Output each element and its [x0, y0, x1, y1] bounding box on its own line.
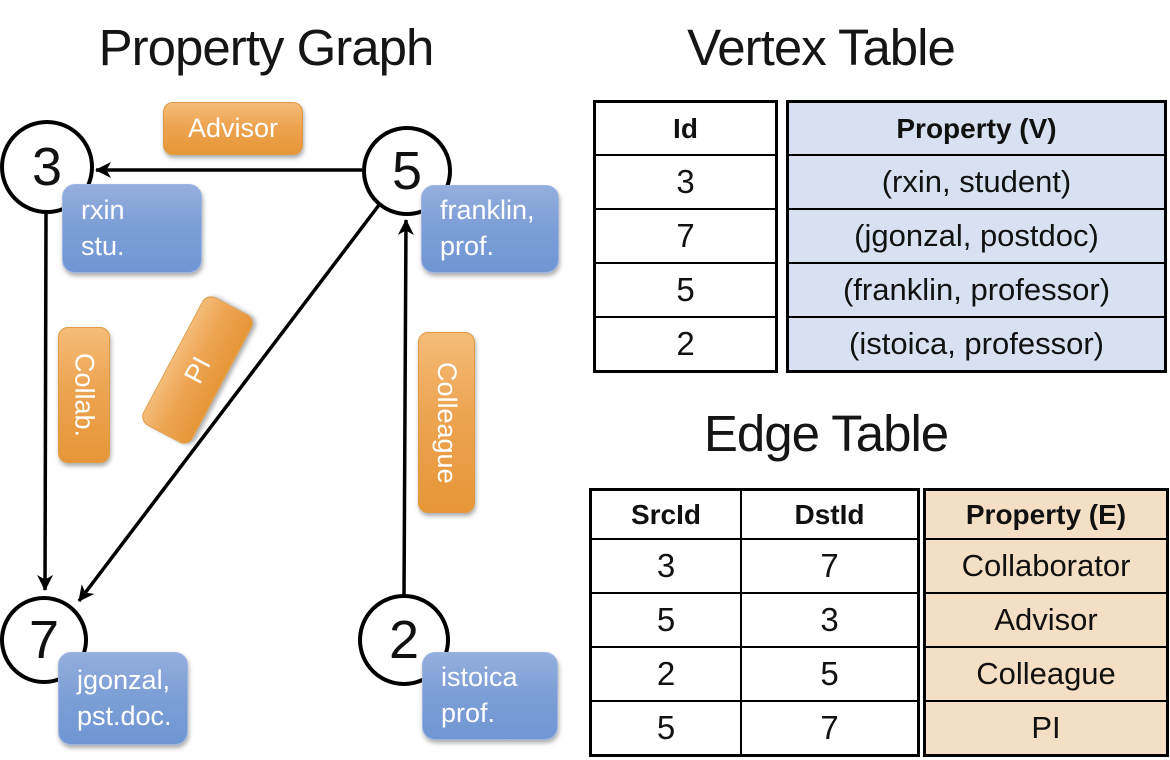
column-header: Property (V) — [896, 112, 1057, 144]
edge-table-title: Edge Table — [703, 405, 949, 462]
node-id-label: 7 — [28, 610, 60, 670]
table-cell: 3 — [592, 538, 740, 592]
table-cell: (rxin, student) — [789, 154, 1164, 208]
vertex-box-line: stu. — [81, 230, 125, 261]
table-cell: 3 — [596, 154, 775, 208]
table-cell: (jgonzal, postdoc) — [789, 208, 1164, 262]
edge-label-colleague: Colleague — [418, 332, 475, 513]
vertex-table-id-column: Id 3 7 5 2 — [593, 100, 778, 373]
vertex-box-line: istoica — [441, 662, 518, 693]
edge-table: SrcId 3 5 2 5 DstId 7 3 5 7 Property (E)… — [589, 488, 1169, 757]
table-cell: 7 — [596, 208, 775, 262]
table-gap — [778, 100, 786, 373]
vertex-box-line: prof. — [440, 231, 495, 261]
edge-label-collab: Collab. — [58, 327, 110, 463]
column-header: Id — [673, 112, 698, 144]
vertex-property-box-franklin: franklin, prof. — [421, 185, 559, 273]
table-cell: 2 — [592, 646, 740, 700]
table-cell: 5 — [742, 646, 917, 700]
node-id-label: 3 — [31, 137, 63, 197]
edge-table-dstid-column: DstId 7 3 5 7 — [740, 491, 917, 754]
vertex-box-line: pst.doc. — [77, 700, 172, 731]
vertex-table: Id 3 7 5 2 Property (V) (rxin, student) … — [593, 100, 1167, 373]
edge-table-srcid-column: SrcId 3 5 2 5 — [592, 491, 740, 754]
edge-table-id-columns: SrcId 3 5 2 5 DstId 7 3 5 7 — [589, 488, 920, 757]
vertex-box-line: jgonzal, — [77, 664, 171, 695]
table-cell: 2 — [596, 316, 775, 370]
vertex-table-title: Vertex Table — [687, 19, 956, 76]
table-cell: Advisor — [926, 592, 1166, 646]
vertex-table-property-column: Property (V) (rxin, student) (jgonzal, p… — [786, 100, 1167, 373]
column-header: DstId — [794, 498, 865, 530]
vertex-box-line: prof. — [441, 698, 496, 728]
vertex-box-line: rxin — [81, 194, 125, 225]
table-cell: 5 — [596, 262, 775, 316]
edge-table-property-column: Property (E) Collaborator Advisor Collea… — [923, 488, 1169, 757]
table-cell: (istoica, professor) — [789, 316, 1164, 370]
vertex-box-line: franklin, — [440, 195, 535, 226]
edge-arrow-2-to-5 — [397, 219, 414, 597]
table-cell: 3 — [742, 592, 917, 646]
table-cell: Collaborator — [926, 538, 1166, 592]
edge-arrow-3-to-7 — [37, 213, 54, 591]
property-graph-title: Property Graph — [98, 19, 435, 76]
table-cell: 5 — [592, 700, 740, 754]
vertex-property-box-jgonzal: jgonzal, pst.doc. — [58, 652, 188, 745]
table-cell: 7 — [742, 538, 917, 592]
table-cell: Colleague — [926, 646, 1166, 700]
node-id-label: 5 — [391, 141, 423, 201]
vertex-property-box-istoica: istoica prof. — [422, 652, 558, 740]
graph-node-3: 3 — [0, 120, 94, 214]
table-cell: (franklin, professor) — [789, 262, 1164, 316]
column-header: Property (E) — [965, 498, 1127, 530]
edge-label-pi: PI — [138, 292, 257, 448]
vertex-property-box-rxin: rxin stu. — [62, 184, 202, 273]
table-cell: PI — [926, 700, 1166, 754]
table-cell: 5 — [592, 592, 740, 646]
edge-label-advisor: Advisor — [163, 102, 303, 155]
node-id-label: 2 — [388, 610, 420, 670]
table-cell: 7 — [742, 700, 917, 754]
column-header: SrcId — [630, 498, 702, 530]
